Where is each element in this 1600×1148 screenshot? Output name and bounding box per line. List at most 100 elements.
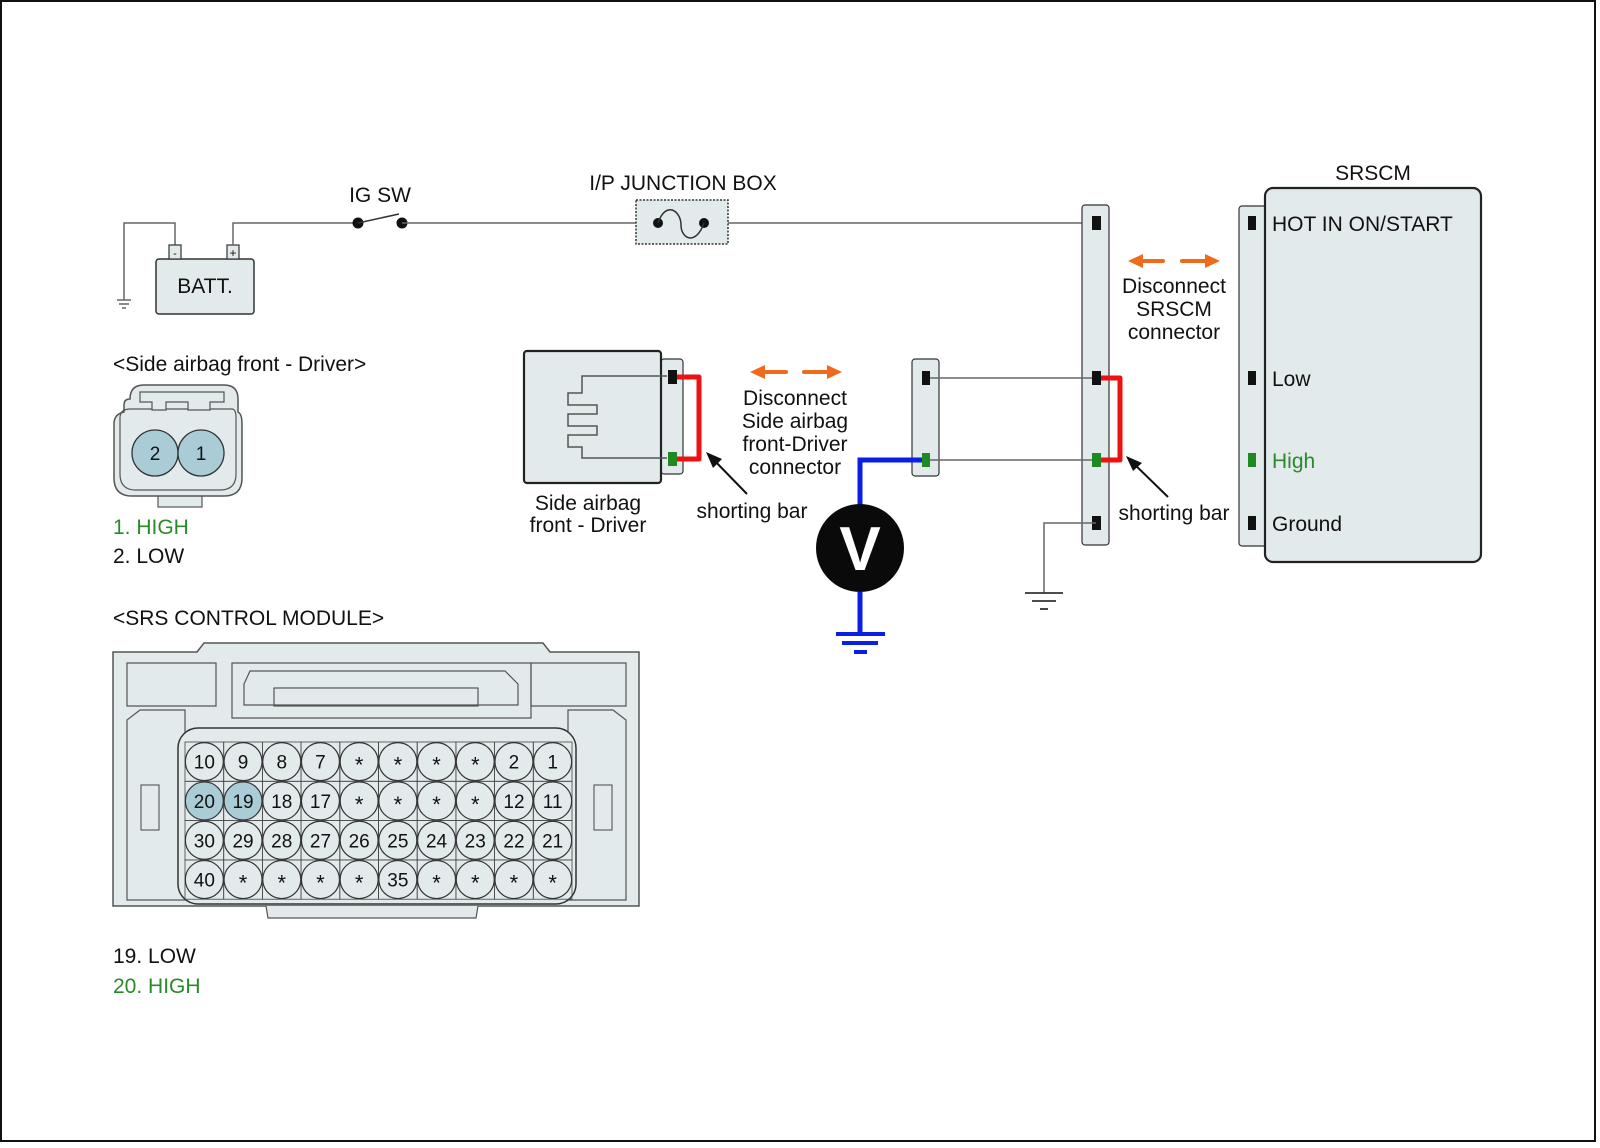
- side-airbag-pin-1-label: 1: [196, 444, 207, 465]
- srscm-shorting-bar: [1101, 375, 1123, 463]
- pin-label: *: [471, 753, 480, 778]
- ground-symbol-voltmeter: [836, 632, 885, 654]
- intermediate-connector-body: [911, 358, 940, 477]
- housing-lock-frame: [231, 662, 532, 719]
- side-airbag-disconnect-line-4: connector: [749, 456, 841, 479]
- side-airbag-pin-2-label: 2: [150, 444, 161, 465]
- side-airbag-internal-icon: [567, 375, 667, 459]
- ig-switch-label: IG SW: [349, 184, 411, 207]
- housing-detail-left: [126, 662, 217, 707]
- harness-terminal-high: [1092, 453, 1101, 467]
- pin-label: *: [548, 871, 557, 896]
- pin-label: 26: [349, 831, 370, 852]
- pin-label: 21: [542, 831, 563, 852]
- pin-label: *: [355, 792, 364, 817]
- srscm-disconnect-arrows: [1128, 254, 1220, 268]
- pin-label: 40: [194, 871, 215, 892]
- power-circuit: - + BATT. IG SW I/P JUNCTION BOX: [117, 172, 1096, 315]
- side-airbag-shorting-bar: [677, 374, 702, 462]
- pin-label: 23: [465, 831, 486, 852]
- housing-bottom-tab: [265, 905, 479, 919]
- battery: - + BATT.: [155, 244, 255, 315]
- pin-label: *: [432, 792, 441, 817]
- pin-label: 2: [509, 753, 520, 774]
- srs-module-connector-title: <SRS CONTROL MODULE>: [113, 607, 384, 630]
- side-airbag-disconnect-line-2: Side airbag: [742, 410, 848, 433]
- voltmeter-symbol: V: [839, 515, 880, 584]
- side-airbag-body: [522, 349, 663, 485]
- pin-label: 24: [426, 831, 448, 852]
- pin-unused: [533, 859, 573, 900]
- srscm-pin-high: [1248, 453, 1256, 467]
- srscm-pin-label-hot: HOT IN ON/START: [1272, 213, 1453, 236]
- srscm-shorting-bar-pointer: [1126, 456, 1169, 498]
- intermediate-terminal-low: [922, 371, 930, 385]
- srscm-disconnect-text: Disconnect SRSCM connector: [1122, 275, 1226, 344]
- ip-junction-box: I/P JUNCTION BOX: [589, 172, 777, 245]
- pin-label: *: [394, 792, 403, 817]
- srscm-pin-hot: [1248, 216, 1256, 230]
- side-airbag-connector-view: <Side airbag front - Driver> 2 1 1. HIGH…: [113, 353, 366, 568]
- connector-inner-outline: [119, 408, 237, 491]
- pin-label: *: [239, 871, 248, 896]
- pin-label: 12: [503, 792, 524, 813]
- side-airbag-shorting-bar-label: shorting bar: [697, 500, 808, 523]
- srscm-title: SRSCM: [1335, 162, 1411, 185]
- ground-symbol-harness: [1025, 592, 1063, 610]
- voltmeter-body: [816, 504, 904, 592]
- fuse-icon: [657, 209, 705, 239]
- junction-box-label: I/P JUNCTION BOX: [589, 172, 776, 195]
- pin-label: *: [510, 871, 519, 896]
- pin-label: 17: [310, 792, 331, 813]
- side-airbag-disconnect-text: Disconnect Side airbag front-Driver conn…: [742, 387, 848, 479]
- side-airbag-shorting-bar-pointer: [706, 452, 748, 495]
- pin-label: 1: [547, 753, 558, 774]
- pin-label: 25: [387, 831, 408, 852]
- battery-ground-wire: [123, 222, 176, 300]
- battery-neg-terminal: [168, 244, 182, 260]
- srscm-disconnect-line-2: SRSCM: [1136, 298, 1212, 321]
- pin-label: 7: [315, 753, 326, 774]
- arrow-right-icon: [1205, 254, 1220, 268]
- pin-label: 20: [194, 792, 215, 813]
- side-airbag-pin-1: [177, 429, 225, 477]
- srs-module-legend-1: 19. LOW: [113, 945, 196, 968]
- pin-label: 35: [387, 871, 408, 892]
- junction-box-outline: [635, 199, 729, 245]
- intermediate-connector: [911, 358, 940, 477]
- srscm-pin-label-ground: Ground: [1272, 513, 1342, 536]
- srscm-module: SRSCM HOT IN ON/START Low High Ground: [1238, 162, 1483, 564]
- side-airbag-terminal-high: [668, 452, 677, 466]
- pin-label: 19: [232, 792, 253, 813]
- voltmeter-positive-lead: [857, 457, 922, 505]
- voltmeter: V: [816, 504, 904, 592]
- side-airbag-legend-1: 1. HIGH: [113, 516, 189, 539]
- pin-label: 30: [194, 831, 215, 852]
- pin-label: *: [277, 871, 286, 896]
- latch-right: [593, 784, 613, 831]
- pin-21: [533, 820, 573, 860]
- housing-lock-slot: [273, 687, 479, 707]
- battery-body: [155, 258, 255, 315]
- arrow-head-icon: [1126, 456, 1142, 471]
- battery-neg-label: -: [173, 248, 177, 260]
- srscm-harness-connector: [1081, 204, 1110, 546]
- pin-label: *: [432, 871, 441, 896]
- side-airbag-disconnect-line-1: Disconnect: [743, 387, 847, 410]
- battery-label: BATT.: [177, 275, 233, 298]
- side-airbag-legend-2: 2. LOW: [113, 545, 184, 568]
- side-airbag-disconnect-arrows: [750, 365, 842, 379]
- side-airbag-terminal-low: [668, 370, 677, 384]
- latch-left: [140, 784, 160, 831]
- srscm-pin-label-low: Low: [1272, 368, 1311, 391]
- pin-label: 8: [276, 753, 287, 774]
- pin-label: *: [316, 871, 325, 896]
- housing-lock: [243, 670, 519, 706]
- pin-label: *: [394, 753, 403, 778]
- harness-terminal-low: [1092, 371, 1101, 385]
- pin-11: [533, 781, 573, 821]
